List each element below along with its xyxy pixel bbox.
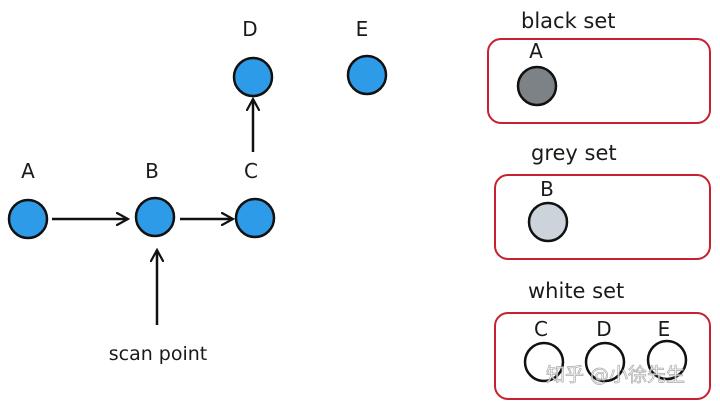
- white-set-title: white set: [528, 279, 624, 303]
- black-set-group: black set A: [487, 9, 711, 124]
- watermark: 知乎 @小徐先生: [546, 364, 685, 386]
- node-b: [134, 196, 176, 238]
- white-set-member-e-label: E: [658, 317, 671, 341]
- node-c: [234, 197, 276, 239]
- white-set-member-d-label: D: [596, 317, 611, 341]
- black-set-box: [487, 38, 711, 124]
- grey-set-box: [494, 174, 711, 260]
- white-set-member-c: [523, 341, 565, 383]
- node-e-label: E: [356, 17, 369, 41]
- black-set-title: black set: [521, 9, 616, 33]
- node-b-label: B: [145, 159, 159, 183]
- white-set-member-d: [584, 341, 626, 383]
- white-set-group: white set C D E: [494, 279, 711, 400]
- node-a-label: A: [21, 159, 35, 183]
- black-set-member-a: [516, 65, 558, 107]
- grey-set-group: grey set B: [494, 141, 711, 260]
- white-set-member-e: [646, 339, 688, 381]
- node-c-label: C: [244, 159, 258, 183]
- node-d-label: D: [242, 17, 257, 41]
- grey-set-member-b: [527, 201, 569, 243]
- node-d: [232, 56, 274, 98]
- node-e: [346, 54, 388, 96]
- node-a: [7, 198, 49, 240]
- white-set-box: [494, 312, 711, 400]
- graph-node-labels: A B C D E: [21, 17, 368, 183]
- grey-set-member-b-label: B: [540, 177, 554, 201]
- scan-point-caption: scan point: [109, 343, 208, 365]
- grey-set-title: grey set: [531, 141, 617, 165]
- graph-edges: [52, 99, 253, 325]
- graph-nodes: [7, 54, 388, 240]
- black-set-member-a-label: A: [529, 39, 543, 63]
- white-set-member-c-label: C: [534, 317, 548, 341]
